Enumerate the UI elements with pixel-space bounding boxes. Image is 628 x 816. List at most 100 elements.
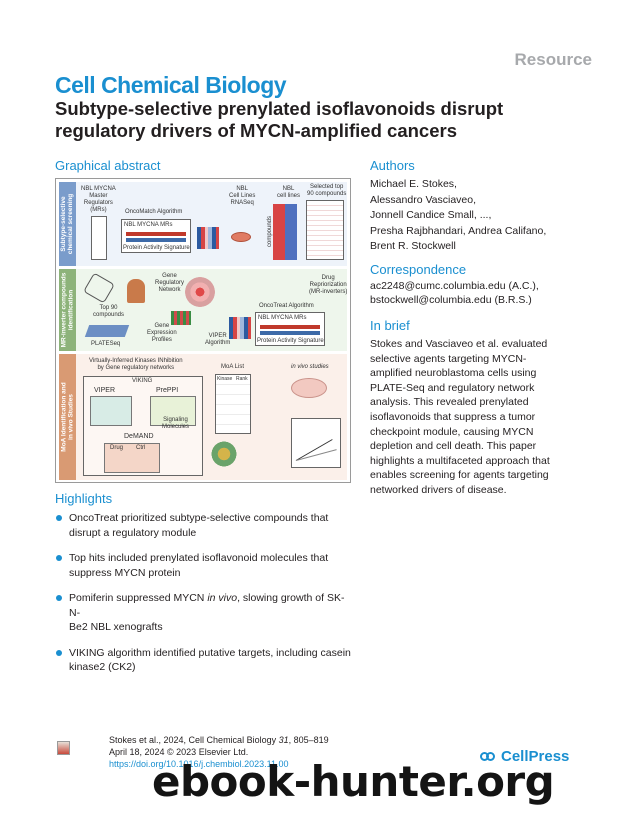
band-label-line: MoA Identification and [60,382,68,452]
citation-footer: Stokes et al., 2024, Cell Chemical Biolo… [109,734,329,770]
brief-line: enables screening for agents targeting [370,469,549,482]
authors-heading: Authors [370,158,415,173]
citation-line: Stokes et al., 2024, Cell Chemical Biolo… [109,735,329,745]
prepi-label: PrePPI [156,387,179,394]
brief-line: PLATE-Seq and regulatory network [370,381,535,394]
correspondence-heading: Correspondence [370,262,467,277]
author-line: Michael E. Stokes, [370,178,457,190]
article-title: Subtype-selective prenylated isoflavonoi… [55,98,504,141]
authors-list: Michael E. Stokes, Alessandro Vasciaveo,… [370,177,600,255]
graphical-abstract-heading: Graphical abstract [55,158,161,173]
band-label-line: chemical screening [67,193,75,255]
viking-label: VIKING [132,378,153,384]
bullet-icon [56,555,62,561]
highlights-list: OncoTreat prioritized subtype-selective … [55,511,355,686]
people-icon [127,279,145,303]
compounds-label: compounds [267,215,274,248]
demand-label: DeMAND [124,433,154,440]
petri-dish-icon [231,232,251,242]
protein-structure-icon [209,440,239,468]
highlights-heading: Highlights [55,491,113,506]
expression-heatmap [171,311,191,325]
author-line: Alessandro Vasciaveo, [370,193,477,206]
moa-list-table: Kinase Rank [215,374,251,434]
brief-line: selective agents targeting MYCN- [370,352,527,365]
brief-line: amplified neuroblastoma cells using [370,367,537,380]
highlight-item: OncoTreat prioritized subtype-selective … [55,511,355,540]
molecule-icon [83,272,115,304]
bullet-icon [56,515,62,521]
in-brief-text: Stokes and Vasciaveo et al. evaluated se… [370,337,568,498]
activity-heatmap [229,317,251,339]
cellpress-logo: CellPress [480,748,569,765]
nbl-mrs-label: NBL MYCNA MRs [258,315,307,321]
doi-link[interactable]: https://doi.org/10.1016/j.chembiol.2023.… [109,759,289,769]
protein-activity-label: Protein Activity Signature [123,245,190,251]
plate-icon [84,325,130,337]
viper-label: VIPER [94,387,116,394]
bullet-icon [56,595,62,601]
rank-header: Rank [236,376,248,382]
journal-name: Cell Chemical Biology [55,72,287,98]
brief-line: highlights a multifaceted approach that [370,454,550,467]
cell-lines-heatmap [273,204,297,260]
nbl-mrs-label: NBL MYCNA MRs [124,222,173,228]
brief-line: depletion and cell death. This paper [370,440,537,453]
watermark-text: ebook-hunter.org [152,757,555,806]
mr-list-box [91,216,107,260]
highlight-item: VIKING algorithm identified putative tar… [55,646,355,675]
ctrl-label: Ctrl [136,445,146,451]
highlight-item: Pomiferin suppressed MYCN in vivo, slowi… [55,591,355,635]
network-icon [185,277,215,307]
email-link[interactable]: ac2248@cumc.columbia.edu (A.C.), [370,280,539,292]
bullet-icon [56,649,62,656]
brief-line: isoflavonoids that suppress a tumor [370,410,536,423]
author-line: Brent R. Stockwell [370,240,456,252]
moa-list-label: MoA List [221,364,245,370]
publisher-name: CellPress [501,748,570,765]
band-label-line: in vivo Studies [67,394,75,440]
brief-line: Stokes and Vasciaveo et al. evaluated [370,338,548,350]
protein-activity-label: Protein Activity Signature [257,338,324,344]
oncotreat-label: OncoTreat Algorithm [259,303,314,309]
tumor-growth-plot [291,418,341,468]
demand-panel [104,443,160,473]
journal-cover-thumbnail [57,741,70,755]
cellpress-icon [480,749,498,765]
email-link[interactable]: bstockwell@columbia.edu (B.R.S.) [370,293,532,306]
in-vivo-label: in vivo studies [291,364,329,370]
oncomatch-label: OncoMatch Algorithm [125,209,183,215]
brief-line: checkpoint module, causing MYCN [370,425,534,438]
prepi-panel [150,396,196,426]
author-line: Jonnell Candice Small, ..., [370,209,492,221]
kinase-header: Kinase [217,376,233,382]
date-line: April 18, 2024 © 2023 Elsevier Ltd. [109,747,249,757]
heatmap-grid-icon [197,227,219,249]
brief-line: analysis. This revealed prenylated [370,396,529,409]
nbl-mrs-box: NBL MYCNA MRs Protein Activity Signature [121,219,191,253]
viper-panel [90,396,132,426]
plateseq-label: PLATESeq [91,341,121,347]
band-label-line: identification [67,289,75,331]
selected-compounds-table [306,200,344,260]
in-brief-heading: In brief [370,318,410,333]
oncotreat-mrs-box: NBL MYCNA MRs Protein Activity Signature [255,312,325,346]
